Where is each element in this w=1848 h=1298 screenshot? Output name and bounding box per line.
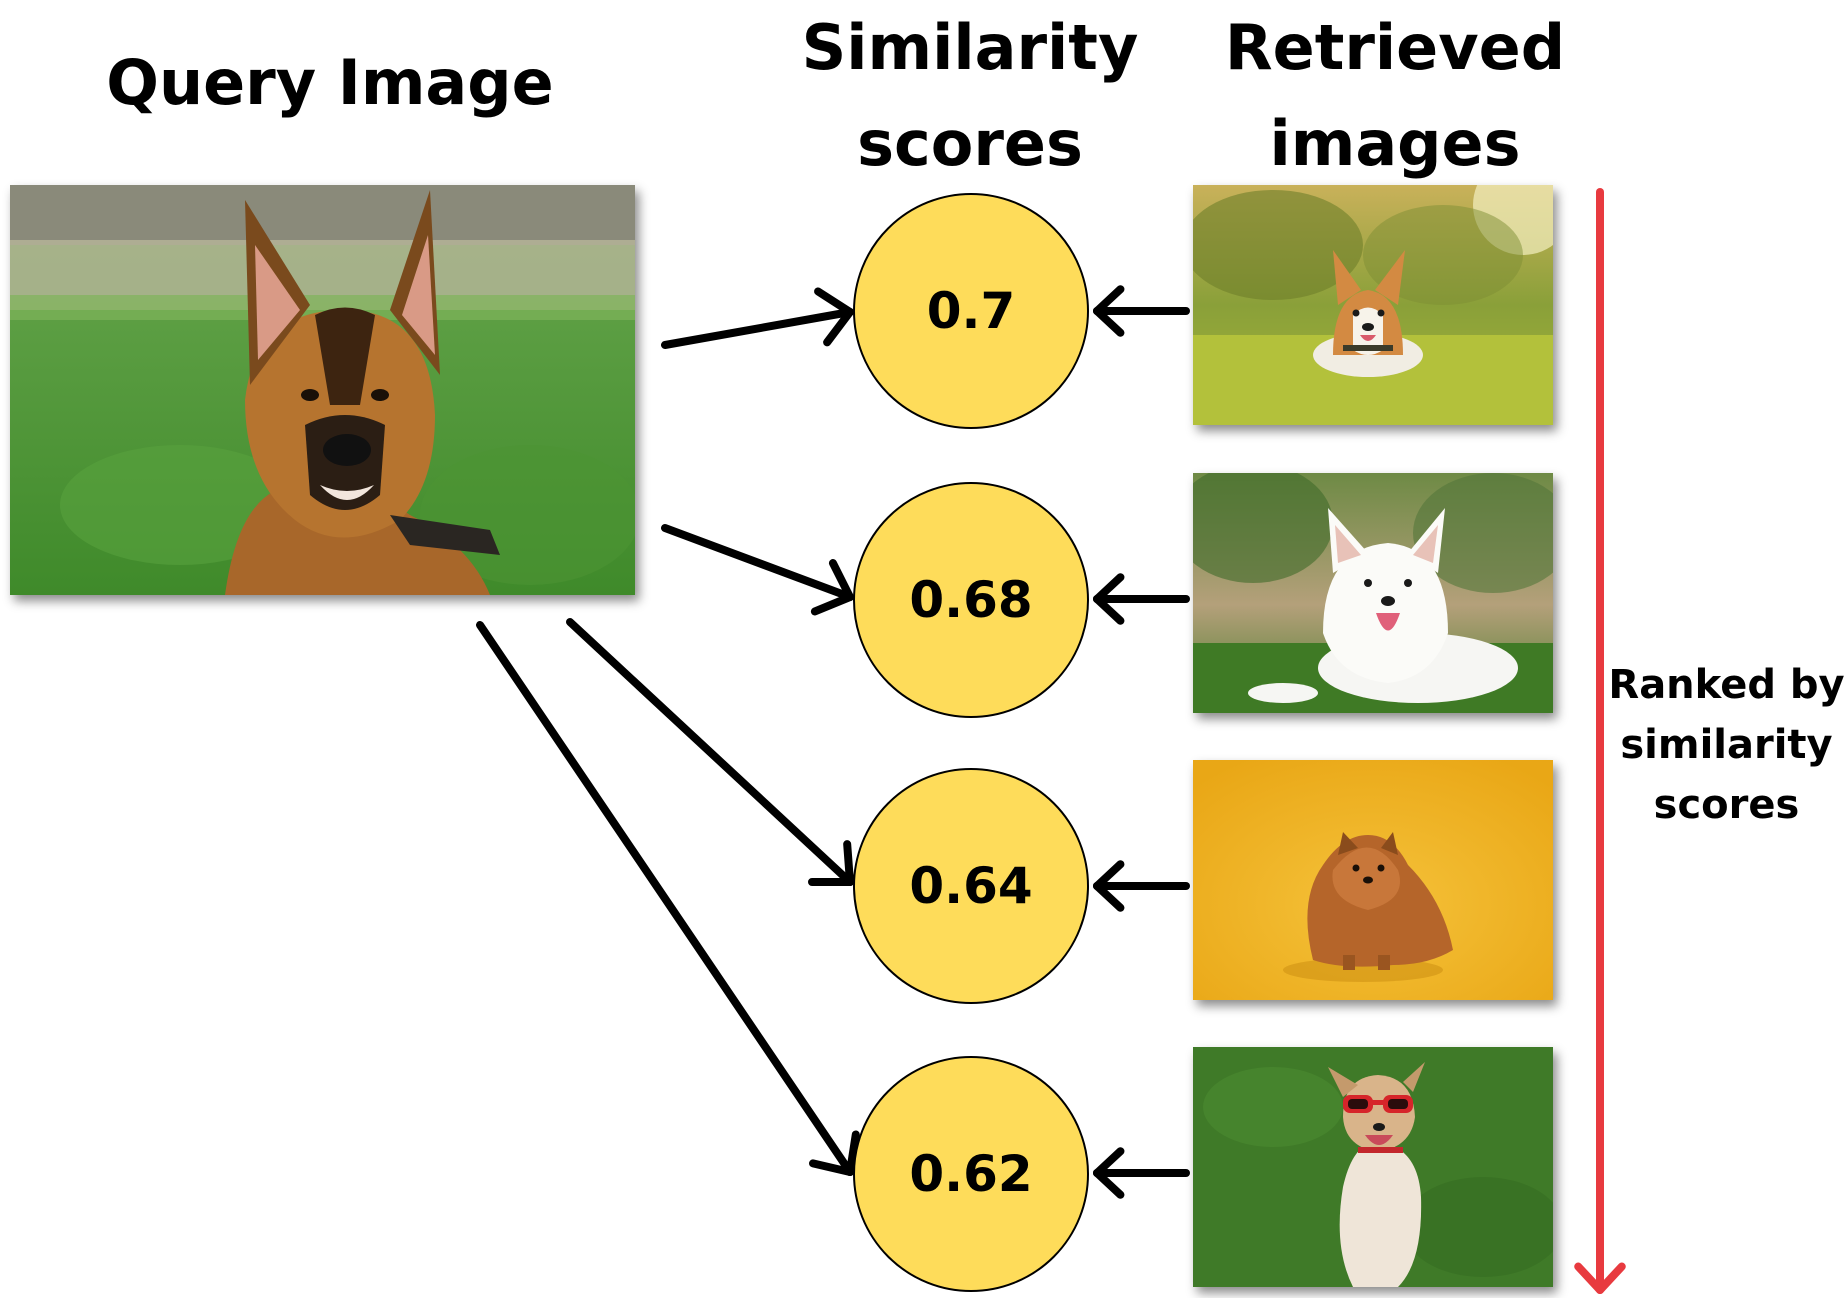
- query-arrow-4-head-1: [808, 1159, 854, 1176]
- rank-arrow: [1574, 188, 1626, 1294]
- retrieved-arrow-2-head-1: [1093, 573, 1125, 603]
- rank-label-line-3: scores: [1653, 782, 1800, 828]
- retrieved-arrow-4-head-2: [1093, 1169, 1125, 1199]
- retrieved-image-3: [1193, 760, 1553, 1000]
- similarity-score-4: 0.62: [853, 1056, 1089, 1292]
- retrieved-images-header: Retrieved images: [1200, 0, 1590, 192]
- retrieved-image-1: [1193, 185, 1553, 425]
- rank-arrow-line-head-1: [1574, 1262, 1604, 1294]
- retrieved-to-score-arrows: [1093, 285, 1190, 1199]
- query-arrow-1-head-2: [814, 287, 854, 316]
- rank-label: Ranked by similarity scores: [1605, 655, 1848, 835]
- query-image-header: Query Image: [60, 35, 600, 131]
- retrieved-arrow-2-head-2: [1093, 595, 1125, 625]
- query-arrow-1: [661, 287, 854, 349]
- corgi-photo: [1193, 185, 1553, 425]
- similarity-score-2: 0.68: [853, 482, 1089, 718]
- query-image: [10, 185, 635, 595]
- query-arrow-4-head-2: [846, 1130, 860, 1176]
- retrieved-arrow-3-head-1: [1093, 860, 1125, 890]
- white-spitz-photo: [1193, 473, 1553, 713]
- query-arrow-3: [566, 618, 854, 886]
- retrieved-arrow-2: [1093, 573, 1190, 625]
- pomeranian-photo: [1193, 760, 1553, 1000]
- retrieved-arrow-3-head-2: [1093, 882, 1125, 912]
- retrieved-arrow-4: [1093, 1147, 1190, 1199]
- german-shepherd-photo: [10, 185, 635, 595]
- retrieved-image-2: [1193, 473, 1553, 713]
- query-arrow-3-head-2: [843, 840, 854, 886]
- rank-label-line-2: similarity: [1620, 722, 1833, 768]
- rank-label-line-1: Ranked by: [1608, 662, 1845, 708]
- query-image-header-line: Query Image: [106, 46, 554, 119]
- retrieved-arrow-1-head-2: [1093, 307, 1125, 337]
- query-arrow-4-shaft: [476, 621, 854, 1176]
- retrieved-arrow-4-head-1: [1093, 1147, 1125, 1177]
- retrieved-header-line-1: Retrieved: [1224, 11, 1566, 84]
- query-arrow-3-shaft: [566, 618, 854, 886]
- similarity-scores-header: Similarity scores: [760, 0, 1180, 192]
- query-arrow-4: [476, 621, 860, 1176]
- retrieved-arrow-1: [1093, 285, 1190, 337]
- retrieved-arrow-1-head-1: [1093, 285, 1125, 315]
- similarity-header-line-1: Similarity: [801, 11, 1139, 84]
- rank-arrow-line: [1574, 188, 1626, 1294]
- query-arrow-2-head-2: [828, 559, 854, 601]
- query-to-score-arrows: [476, 287, 860, 1176]
- similarity-header-line-2: scores: [857, 107, 1083, 180]
- rank-arrow-line-head-2: [1596, 1262, 1626, 1294]
- query-arrow-1-head-1: [823, 308, 854, 347]
- retrieved-arrow-3: [1093, 860, 1190, 912]
- similarity-score-3: 0.64: [853, 768, 1089, 1004]
- query-arrow-2-shaft: [661, 524, 854, 601]
- dog-with-sunglasses-photo: [1193, 1047, 1553, 1287]
- similarity-score-1: 0.7: [853, 193, 1089, 429]
- query-arrow-2: [661, 524, 854, 616]
- retrieved-image-4: [1193, 1047, 1553, 1287]
- retrieved-header-line-2: images: [1269, 107, 1521, 180]
- query-arrow-2-head-1: [810, 593, 854, 616]
- query-arrow-1-shaft: [661, 308, 854, 349]
